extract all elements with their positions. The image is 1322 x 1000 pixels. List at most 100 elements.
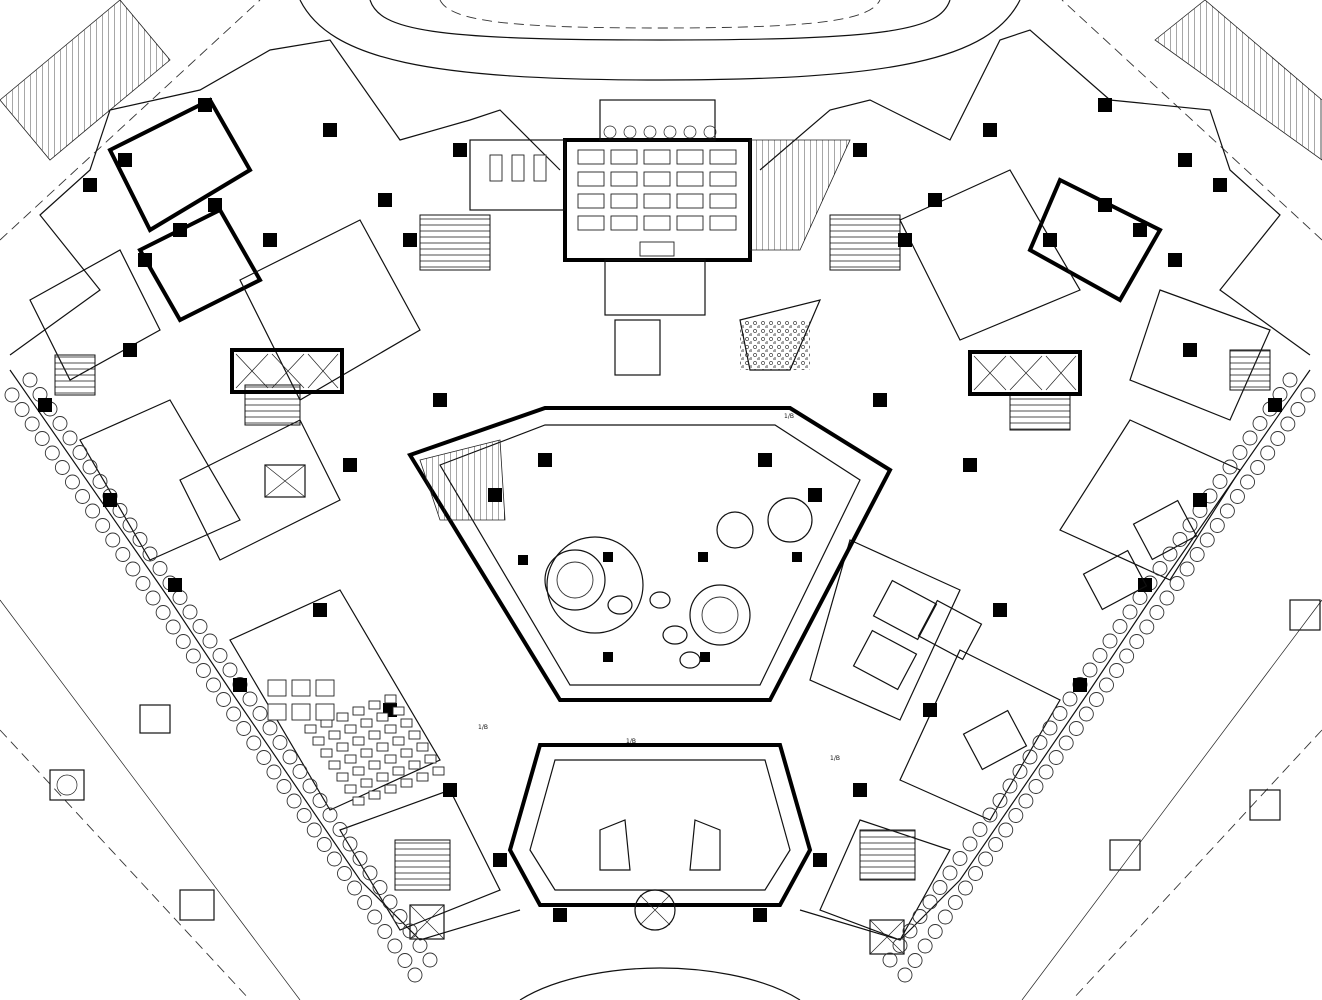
chair [703,125,717,139]
auditorium-seating [267,679,445,806]
column [1193,493,1207,507]
tree [1002,778,1018,794]
tree [246,735,262,751]
column [808,488,822,502]
tree [1099,677,1114,693]
column [83,178,97,192]
tree [978,851,994,867]
column [1098,98,1112,112]
meeting-table [577,215,605,231]
tree [1212,474,1228,489]
tree [1219,503,1235,519]
tree [1078,706,1094,722]
tree [145,590,161,606]
meeting-table [610,171,638,187]
column [538,453,552,467]
tree [1260,445,1276,461]
tree [897,967,913,983]
tree [1169,576,1185,591]
tree [92,474,108,489]
tree [1112,619,1128,634]
column [443,783,457,797]
auditorium-seat [336,742,349,752]
meeting-table [643,171,671,187]
tree [44,445,60,461]
parking-symbols [49,599,1321,921]
column [1043,233,1057,247]
tree [172,590,188,605]
column [343,458,357,472]
column [993,603,1007,617]
meeting-table [709,149,737,165]
meeting-table [676,193,704,209]
tree [115,547,131,562]
auditorium-seat [352,796,365,806]
tree [932,880,948,895]
auditorium-seat [352,706,365,716]
auditorium-seat [400,718,413,728]
auditorium-seat [376,712,389,722]
tree [1240,474,1256,490]
column [1213,178,1227,192]
tree [402,923,418,939]
column [753,908,767,922]
tree [14,402,30,417]
lounge-chair [291,703,311,721]
auditorium-seat [352,766,365,776]
meeting-room [469,99,851,376]
column [38,398,52,412]
tree [95,518,111,533]
tree [276,779,292,794]
auditorium-seat [344,754,357,764]
tree [216,692,232,707]
tree [185,648,201,664]
lounge-furniture [518,497,813,669]
meeting-table [610,149,638,165]
auditorium-seat [424,754,437,764]
tree [1058,735,1074,751]
tree [1179,561,1195,577]
tree [1018,793,1034,809]
column [233,678,247,692]
tree [1290,402,1306,417]
tree [988,837,1004,852]
column [403,233,417,247]
tree [1282,372,1298,388]
tree [135,576,151,591]
tree [927,924,943,939]
meeting-table [643,215,671,231]
label-upper-right: 1/B [784,413,794,420]
auditorium-seat [344,784,357,794]
auditorium-seat [384,694,397,704]
column [873,393,887,407]
tree [972,822,988,837]
tree [316,837,332,852]
column [313,603,327,617]
auditorium-seat [336,712,349,722]
tree [1149,605,1165,620]
tree [922,894,938,910]
column [963,458,977,472]
auditorium-seat [360,748,373,758]
tree [206,677,221,693]
tree [372,880,388,895]
tree [1222,459,1238,475]
tree [302,778,318,794]
tree [34,431,50,446]
tree [1139,619,1155,635]
labels: 1/B 1/B 1/B 1/B [478,413,840,762]
label-center-left: 1/B [626,738,636,745]
tree [892,938,908,953]
tree [422,952,438,968]
chair [663,125,677,139]
tree [968,866,983,881]
entrance-hall [507,743,813,931]
column [1178,153,1192,167]
tree [24,416,40,432]
tree [407,967,423,983]
tree [958,880,973,896]
column [263,233,277,247]
column [813,853,827,867]
column [1268,398,1282,412]
